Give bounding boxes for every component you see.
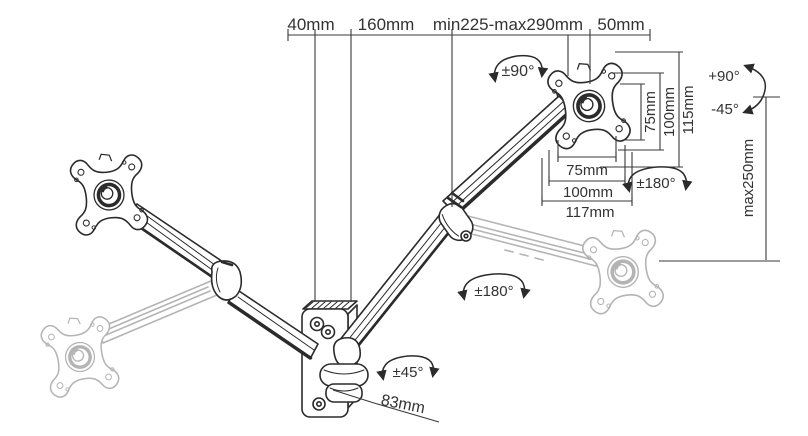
left-vesa-plate — [67, 148, 151, 238]
extension-lines — [314, 35, 591, 302]
dim-label-40mm: 40mm — [287, 15, 334, 34]
bracket-depth-label: 83mm — [379, 392, 426, 417]
right-forearm — [334, 207, 460, 359]
monitor-rotation-arc — [622, 166, 693, 193]
dim-label-min225-max290mm: min225-max290mm — [433, 15, 583, 34]
dim-label-50mm: 50mm — [597, 15, 644, 34]
angle-arm-rotation: ±180° — [474, 283, 513, 300]
ghost-right-arm-lowered — [463, 215, 667, 317]
vesa-h-100mm: 100mm — [563, 184, 613, 201]
vesa-h-75mm: 75mm — [566, 162, 608, 179]
vesa-v-75mm: 75mm — [642, 91, 659, 133]
dim-label-160mm: 160mm — [358, 15, 415, 34]
angle-monitor-swivel: ±90° — [502, 63, 535, 80]
vesa-horizontal-dimensions: 75mm 100mm 117mm — [541, 136, 633, 221]
height-range-label: max250mm — [740, 139, 757, 217]
angle-annotations: ±90° ±180° ±180° ±45° +90° -45° — [376, 54, 767, 381]
ghost-left-arm-lowered — [37, 280, 218, 401]
vesa-h-117mm: 117mm — [566, 204, 615, 221]
angle-tilt-up: +90° — [708, 68, 739, 85]
angle-monitor-rotation: ±180° — [636, 175, 675, 192]
vesa-v-115mm: 115mm — [680, 86, 697, 135]
ghost-right-vesa-plate — [579, 223, 667, 317]
bracket-screw-hole-top-right — [320, 324, 336, 340]
bracket-top-hatching — [305, 301, 350, 309]
left-arm-assembly — [67, 148, 319, 360]
vesa-vertical-dimensions: 75mm 100mm 115mm — [600, 51, 697, 168]
wall-pivot-knuckle — [332, 336, 362, 368]
right-upper-arm — [442, 95, 574, 216]
swivel-arc — [488, 54, 549, 83]
angle-wall-joint: ±45° — [393, 364, 424, 381]
wall-pivot-collar — [319, 363, 369, 387]
vesa-v-100mm: 100mm — [661, 87, 678, 137]
height-range-dimension: max250mm — [659, 96, 780, 262]
top-dimension-chain: 40mm 160mm min225-max290mm 50mm — [287, 15, 651, 302]
arm-rotation-arc — [457, 273, 531, 301]
right-arm-assembly — [319, 56, 634, 403]
bracket-screw-hole-top-left — [309, 316, 325, 332]
ghost-left-vesa-plate — [37, 309, 122, 401]
tilt-arc — [742, 63, 767, 115]
bracket-screw-hole-bottom — [312, 397, 326, 411]
wall-joint-arc — [376, 355, 440, 381]
angle-tilt-down: -45° — [711, 101, 739, 118]
